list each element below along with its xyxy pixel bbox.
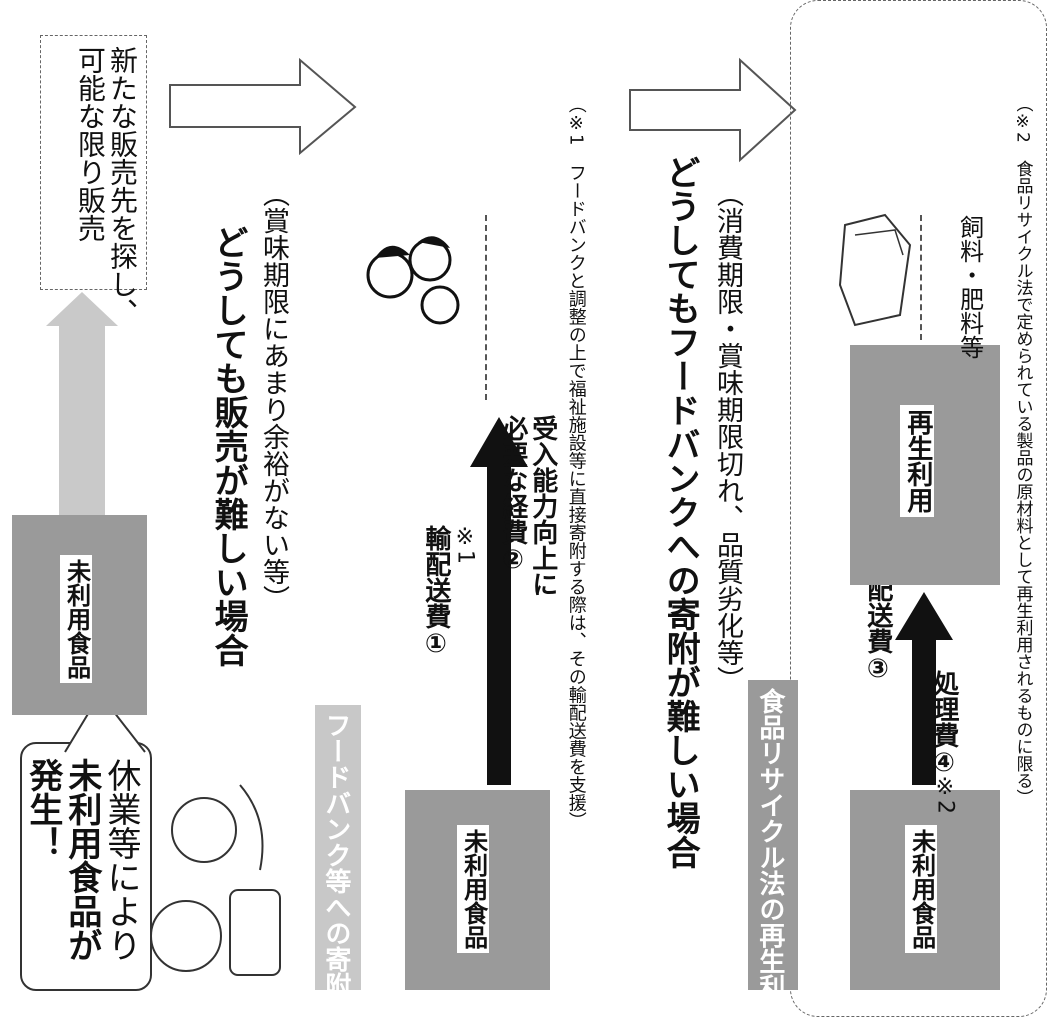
speech-line3: 発生！ bbox=[23, 758, 63, 860]
result-box-top: 新たな販売先を探し、 可能な限り販売 bbox=[40, 35, 147, 290]
unused-food-box-top-label: 未利用食品 bbox=[60, 555, 92, 683]
cost1-label: 輸配送費① bbox=[420, 525, 450, 659]
speech-text: 休業等により 未利用食品が 発生！ bbox=[23, 758, 140, 962]
result-line2: 可能な限り販売 bbox=[74, 46, 107, 242]
cow-icon bbox=[825, 205, 925, 335]
hollow-arrow-middle bbox=[620, 55, 800, 165]
unused-food-box-bottom: 未利用食品 bbox=[850, 790, 1000, 990]
chef-icon bbox=[140, 740, 285, 985]
unused-food-box-top: 未利用食品 bbox=[12, 515, 147, 715]
recycle-box: 再生利用 bbox=[850, 345, 1000, 585]
speech-line1: 休業等により bbox=[101, 758, 141, 962]
cost4-note: ※2 bbox=[932, 775, 957, 814]
bottom-subheading: （消費期限・賞味期限切れ、品質劣化等） bbox=[712, 180, 743, 693]
hollow-arrow-top bbox=[160, 55, 360, 155]
middle-subheading: （賞味期限にあまり余裕がない等） bbox=[258, 180, 289, 612]
middle-heading: どうしても販売が難しい場合 bbox=[208, 225, 247, 667]
unused-food-box-middle-label: 未利用食品 bbox=[457, 825, 489, 953]
result-text-top: 新たな販売先を探し、 可能な限り販売 bbox=[74, 46, 138, 326]
feed-label: 飼料・肥料等 bbox=[955, 215, 983, 359]
middle-side-label: フードバンク等への寄附 bbox=[320, 712, 350, 998]
middle-note: （※1 フードバンクと調整の上で福祉施設等に直接寄附する際は、その輸配送費を支援… bbox=[565, 95, 586, 829]
unused-food-box-bottom-label: 未利用食品 bbox=[905, 825, 937, 953]
cost4-label: 処理費④ bbox=[928, 670, 958, 778]
capacity-line2: 必要な経費② bbox=[498, 415, 528, 575]
capacity-text: 受入能力向上に 必要な経費② bbox=[497, 415, 557, 597]
unused-food-box-middle: 未利用食品 bbox=[405, 790, 550, 990]
capacity-line1: 受入能力向上に bbox=[528, 415, 558, 597]
bottom-heading: どうしてもフードバンクへの寄附が難しい場合 bbox=[660, 155, 699, 869]
dashed-line-middle bbox=[485, 215, 487, 400]
speech-bubble: 休業等により 未利用食品が 発生！ bbox=[20, 742, 152, 991]
bottom-side-label: 食品リサイクル法の再生利用 bbox=[754, 688, 784, 1026]
recycle-box-label: 再生利用 bbox=[900, 405, 934, 517]
bottom-note: （※2 食品リサイクル法で定められている製品の原材料として再生利用されるものに限… bbox=[1012, 95, 1032, 806]
speech-line2: 未利用食品が bbox=[62, 758, 102, 962]
family-icon bbox=[360, 220, 470, 330]
result-line1: 新たな販売先を探し、 bbox=[106, 46, 139, 326]
